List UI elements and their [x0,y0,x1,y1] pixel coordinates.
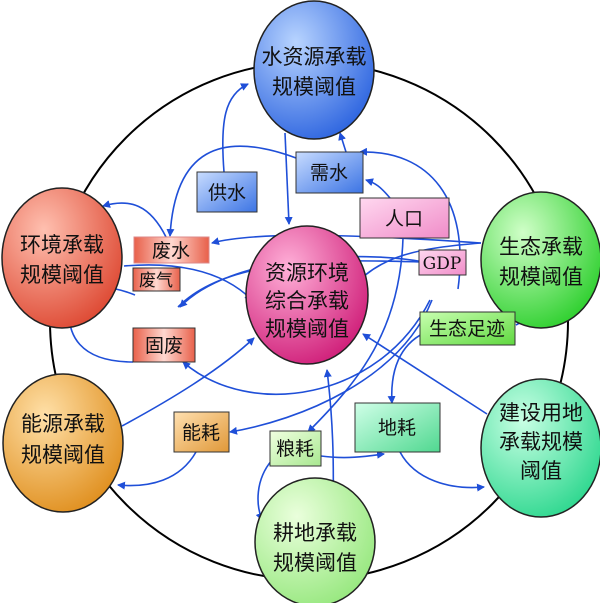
node-ecology: 生态承载 规模阈值 [480,191,600,329]
svg-text:规模阈值: 规模阈值 [272,75,356,99]
svg-text:生态足迹: 生态足迹 [429,318,505,340]
svg-text:阈值: 阈值 [520,459,562,483]
edge-env-to-center [123,264,253,301]
svg-text:地耗: 地耗 [378,417,416,439]
edge-wastewater-to-env [102,200,167,238]
edge-ecofootprint-to-landuse [387,332,425,404]
edge-landuse-to-construction [399,451,485,492]
svg-text:环境承载: 环境承载 [20,233,104,257]
svg-text:规模阈值: 规模阈值 [273,551,357,575]
edge-energy-to-center [121,337,255,427]
box-eco-footprint: 生态足迹 [419,311,516,346]
svg-text:综合承载: 综合承载 [265,289,349,313]
svg-text:废气: 废气 [139,271,173,291]
node-center: 资源环境 综合承载 规模阈值 [245,225,369,365]
svg-text:规模阈值: 规模阈值 [265,317,349,341]
edge-energyuse-to-energy [117,451,197,490]
box-land-use: 地耗 [354,402,441,453]
edge-demand-to-water [338,132,347,153]
node-water: 水资源承载 规模阈值 [253,0,375,140]
node-environment: 环境承载 规模阈值 [1,187,123,329]
svg-text:人口: 人口 [385,208,423,230]
edge-grainuse-to-landuse [320,450,385,459]
edge-supply-to-water [221,83,249,173]
box-grain-use: 粮耗 [269,430,322,467]
svg-text:需水: 需水 [310,162,348,184]
svg-text:规模阈值: 规模阈值 [20,263,104,287]
svg-text:废水: 废水 [152,240,190,262]
node-cropland: 耕地承载 规模阈值 [254,477,376,603]
box-water-supply: 供水 [196,171,258,213]
box-water-demand: 需水 [295,151,364,194]
svg-text:规模阈值: 规模阈值 [499,265,583,289]
svg-text:生态承载: 生态承载 [499,235,583,259]
node-energy: 能源承载 规模阈值 [2,373,124,513]
box-population: 人口 [359,197,450,239]
svg-text:水资源承载: 水资源承载 [262,45,367,69]
box-energy-use: 能耗 [173,411,230,453]
box-solid-waste: 固废 [132,327,196,363]
svg-text:GDP: GDP [423,254,462,274]
edge-water-to-center [284,132,293,225]
node-construction: 建设用地 承载规模 阈值 [480,378,600,518]
edge-population-to-demand [365,178,391,199]
svg-text:规模阈值: 规模阈值 [21,443,105,467]
svg-text:固废: 固废 [145,335,183,357]
svg-text:能耗: 能耗 [182,422,220,444]
svg-text:能源承载: 能源承载 [21,412,105,436]
box-waste-gas: 废气 [132,267,181,292]
svg-text:粮耗: 粮耗 [276,438,314,460]
edge-gdp-to-solidwaste [182,299,431,396]
box-gdp: GDP [418,249,467,276]
edge-construction-to-center [362,333,488,415]
svg-text:承载规模: 承载规模 [499,430,583,454]
edge-population-to-grainuse [307,237,404,433]
svg-text:供水: 供水 [208,182,246,204]
svg-text:耕地承载: 耕地承载 [273,521,357,545]
box-wastewater: 废水 [133,236,210,264]
svg-text:资源环境: 资源环境 [265,261,349,285]
edge-demand-to-wastewater [166,145,297,237]
svg-text:建设用地: 建设用地 [499,401,583,425]
